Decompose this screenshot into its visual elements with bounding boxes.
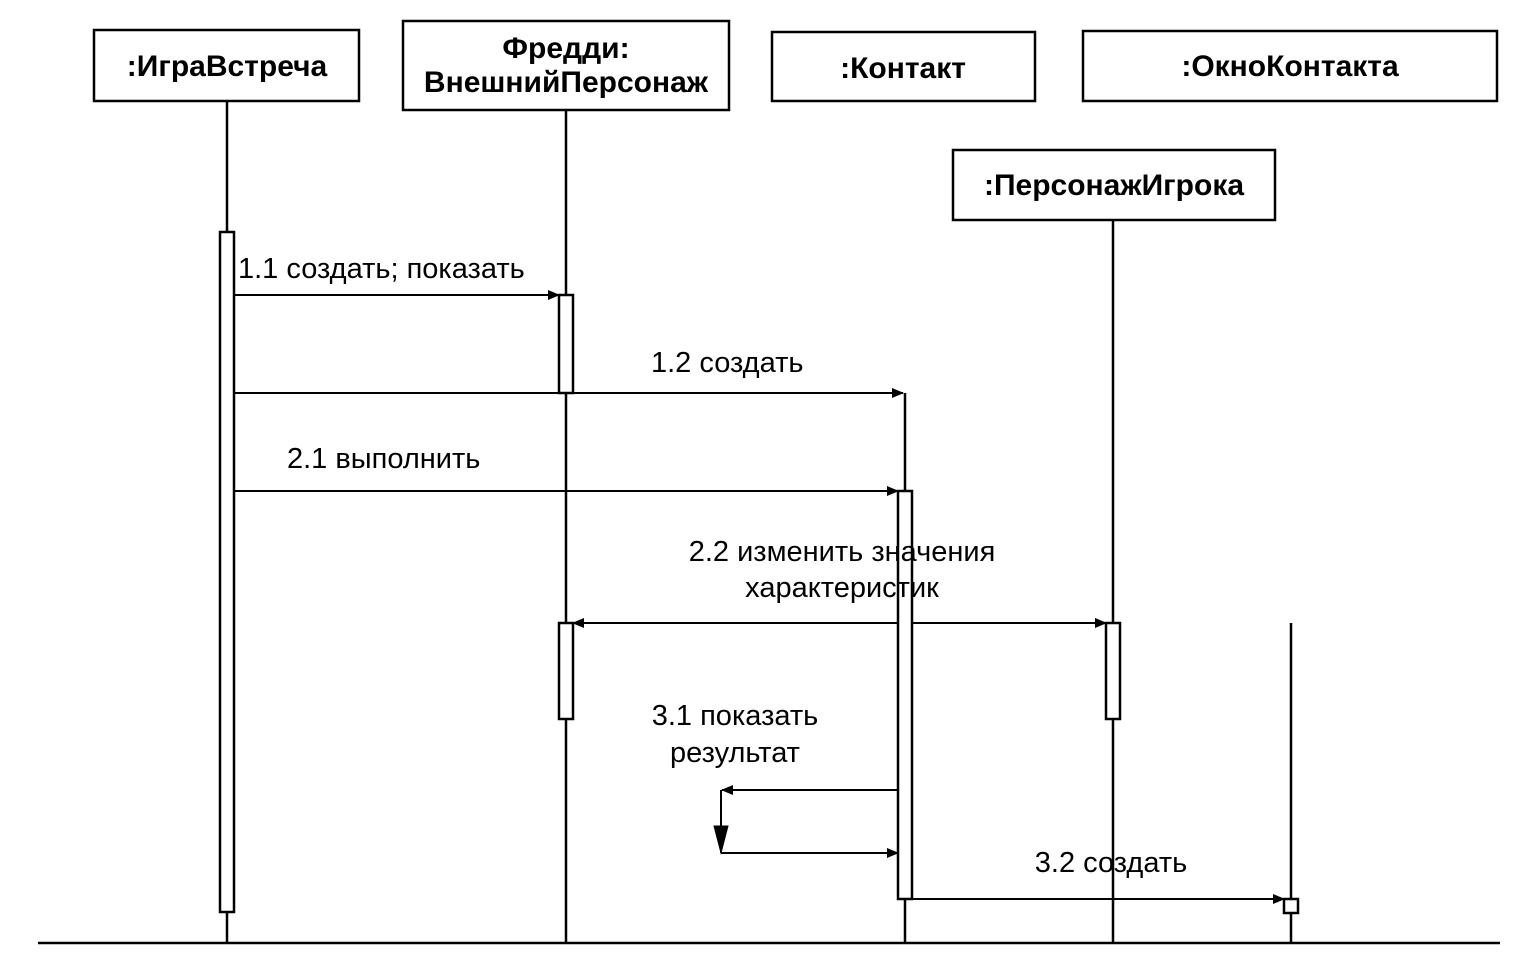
message-2-1: 2.1 выполнить <box>234 443 899 496</box>
activation-okno-kontakta <box>1282 897 1300 915</box>
message-3-2: 3.2 создать <box>912 847 1285 904</box>
message-1-1: 1.1 создать; показать <box>234 253 560 300</box>
object-label-line1: Фредди: <box>502 32 629 65</box>
object-freddi: Фредди: ВнешнийПерсонаж <box>401 19 731 112</box>
message-label: 1.2 создать <box>651 347 803 379</box>
object-label-line2: ВнешнийПерсонаж <box>424 66 709 99</box>
message-label: 2.1 выполнить <box>287 443 480 475</box>
activation-kontakt <box>896 489 914 901</box>
object-label: :ОкноКонтакта <box>1181 50 1399 83</box>
message-label-line2: характеристик <box>745 572 939 604</box>
message-1-2: 1.2 создать <box>234 347 904 398</box>
activation-personazh-igroka <box>1104 621 1122 721</box>
message-label: 3.2 создать <box>1035 847 1187 879</box>
activation-freddi-1 <box>557 293 575 395</box>
message-3-1: 3.1 показать результат <box>652 700 899 858</box>
message-label-line1: 2.2 изменить значения <box>689 536 996 568</box>
message-label: 1.1 создать; показать <box>238 253 525 285</box>
object-personazh-igroka: :ПерсонажИгрока <box>951 148 1277 222</box>
object-label: :ИграВстреча <box>127 50 328 83</box>
activation-freddi-2 <box>557 621 575 721</box>
message-label-line1: 3.1 показать <box>652 700 819 732</box>
object-igra-vstrecha: :ИграВстреча <box>92 28 361 103</box>
object-kontakt: :Контакт <box>770 30 1037 103</box>
activation-igra-vstrecha <box>218 230 236 914</box>
message-2-2: 2.2 изменить значения характеристик <box>572 536 1107 628</box>
message-label-line2: результат <box>670 737 800 769</box>
object-label: :Контакт <box>840 52 966 85</box>
object-okno-kontakta: :ОкноКонтакта <box>1081 29 1499 103</box>
object-label: :ПерсонажИгрока <box>984 169 1244 202</box>
